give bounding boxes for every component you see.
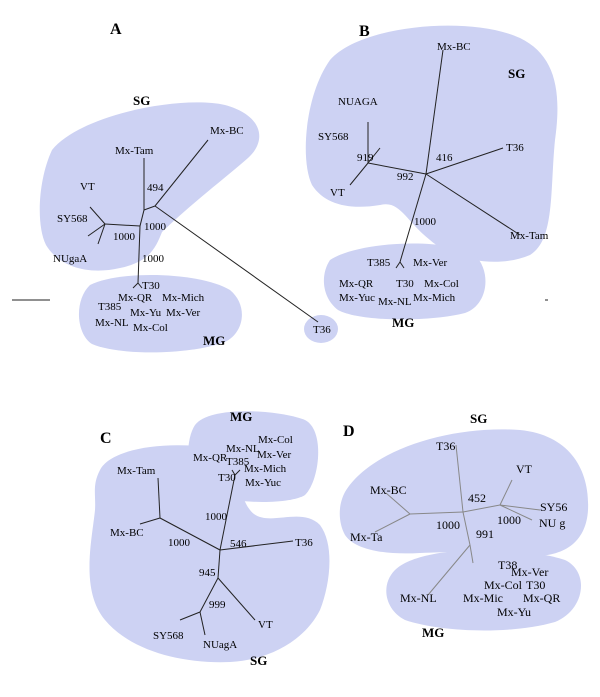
panel-d-sg-region <box>339 429 589 556</box>
taxon-label: Mx-Mich <box>244 463 287 475</box>
panel-d-mg-region <box>386 549 582 631</box>
taxon-label: Mx-Col <box>424 278 459 290</box>
bootstrap-value: 494 <box>147 182 164 194</box>
panel-a-mg-label: MG <box>203 333 225 348</box>
taxon-label: Mx-BC <box>370 483 407 497</box>
taxon-label: T30 <box>142 280 160 292</box>
bootstrap-value: 1000 <box>142 253 165 265</box>
taxon-label: Mx-QR <box>118 292 153 304</box>
taxon-label: Mx-Yuc <box>245 477 281 489</box>
bootstrap-value: 546 <box>230 538 247 550</box>
panel-a-letter: A <box>110 21 122 38</box>
taxon-label: Mx-NL <box>378 296 412 308</box>
taxon-label: Mx-Col <box>258 434 293 446</box>
taxon-label: Mx-QR <box>193 452 228 464</box>
panel-c-mg-region <box>188 411 319 502</box>
bootstrap-value: 1000 <box>205 511 228 523</box>
panel-c-letter: C <box>100 430 112 447</box>
taxon-label: Mx-Col <box>484 578 523 592</box>
panel-d: D SG MG T36 VT Mx-BC SY56 NU g Mx-Ta T38… <box>339 411 589 640</box>
bootstrap-value: 416 <box>436 152 453 164</box>
taxon-label: Mx-Yu <box>130 307 162 319</box>
taxon-label: T385 <box>226 456 250 468</box>
taxon-label: VT <box>516 462 533 476</box>
taxon-label: Mx-Tam <box>115 145 154 157</box>
panel-b: B SG MG Mx-BC NUAGA SY568 VT T36 Mx-Tam … <box>305 23 558 330</box>
panel-b-sg-label: SG <box>508 66 525 81</box>
taxon-label: Mx-Tam <box>117 465 156 477</box>
taxon-label: Mx-Yuc <box>339 292 375 304</box>
taxon-label: VT <box>330 187 345 199</box>
taxon-label: Mx-Tam <box>510 230 549 242</box>
taxon-label: Mx-NL <box>226 443 260 455</box>
taxon-label: T30 <box>396 278 414 290</box>
bootstrap-value: 452 <box>468 491 486 505</box>
taxon-label: Mx-Ver <box>257 449 292 461</box>
taxon-label: Mx-Mich <box>162 292 205 304</box>
taxon-label: NU g <box>539 516 565 530</box>
taxon-label: Mx-BC <box>437 41 471 53</box>
panel-a-sg-label: SG <box>133 93 150 108</box>
taxon-label: SY568 <box>318 131 349 143</box>
taxon-label: T38 <box>498 558 517 572</box>
taxon-label: Mx-QR <box>339 278 374 290</box>
panel-a-mg-region <box>78 274 242 353</box>
panel-d-sg-label: SG <box>470 411 487 426</box>
taxon-label: Mx-Ver <box>166 307 201 319</box>
bootstrap-value: 1000 <box>436 518 460 532</box>
taxon-label: Mx-Ta <box>350 530 383 544</box>
taxon-label: T385 <box>367 257 391 269</box>
taxon-label: Mx-BC <box>210 125 244 137</box>
taxon-label: SY56 <box>540 500 567 514</box>
bootstrap-value: 1000 <box>144 221 167 233</box>
taxon-label: Mx-NL <box>95 317 129 329</box>
bootstrap-value: 1000 <box>168 537 191 549</box>
taxon-label: Mx-Ver <box>511 565 548 579</box>
panel-c-sg-label: SG <box>250 653 267 668</box>
panel-c: C MG SG Mx-Col Mx-NL Mx-QR Mx-Ver T385 M… <box>89 409 330 668</box>
bootstrap-value: 945 <box>199 567 216 579</box>
panel-d-letter: D <box>343 423 355 440</box>
taxon-label: SY568 <box>57 213 88 225</box>
taxon-label: NUAGA <box>338 96 378 108</box>
taxon-label: Mx-NL <box>400 591 437 605</box>
taxon-label: VT <box>80 181 95 193</box>
taxon-label: VT <box>258 619 273 631</box>
panel-b-mg-label: MG <box>392 315 414 330</box>
taxon-label: T36 <box>506 142 524 154</box>
taxon-label: T30 <box>218 472 236 484</box>
bootstrap-value: 991 <box>476 527 494 541</box>
taxon-label: Mx-QR <box>523 591 560 605</box>
panel-a-t36-region <box>304 315 338 343</box>
taxon-label: T385 <box>98 301 122 313</box>
bootstrap-value: 1000 <box>414 216 437 228</box>
bootstrap-value: 992 <box>397 171 414 183</box>
taxon-label: T36 <box>313 324 331 336</box>
taxon-label: Mx-BC <box>110 527 144 539</box>
taxon-label: SY568 <box>153 630 184 642</box>
panel-b-sg-region <box>305 25 558 262</box>
taxon-label: T36 <box>436 439 455 453</box>
taxon-label: Mx-Mich <box>413 292 456 304</box>
panel-c-mg-label: MG <box>230 409 252 424</box>
taxon-label: NUgaA <box>53 253 87 265</box>
taxon-label: NUagA <box>203 639 237 651</box>
panel-b-letter: B <box>359 23 370 40</box>
bootstrap-value: 1000 <box>113 231 136 243</box>
bootstrap-value: 999 <box>209 599 226 611</box>
taxon-label: Mx-Yu <box>497 605 531 619</box>
taxon-label: T36 <box>295 537 313 549</box>
bootstrap-value: 919 <box>357 152 374 164</box>
panel-d-mg-label: MG <box>422 625 444 640</box>
taxon-label: T30 <box>526 578 545 592</box>
taxon-label: Mx-Mic <box>463 591 503 605</box>
taxon-label: Mx-Ver <box>413 257 448 269</box>
bootstrap-value: 1000 <box>497 513 521 527</box>
taxon-label: Mx-Col <box>133 322 168 334</box>
panel-b-mg-region <box>323 243 486 320</box>
panel-c-sg-region <box>89 445 330 663</box>
panel-a: A SG MG Mx-BC Mx-Tam VT SY568 NUgaA T30 … <box>12 21 548 353</box>
